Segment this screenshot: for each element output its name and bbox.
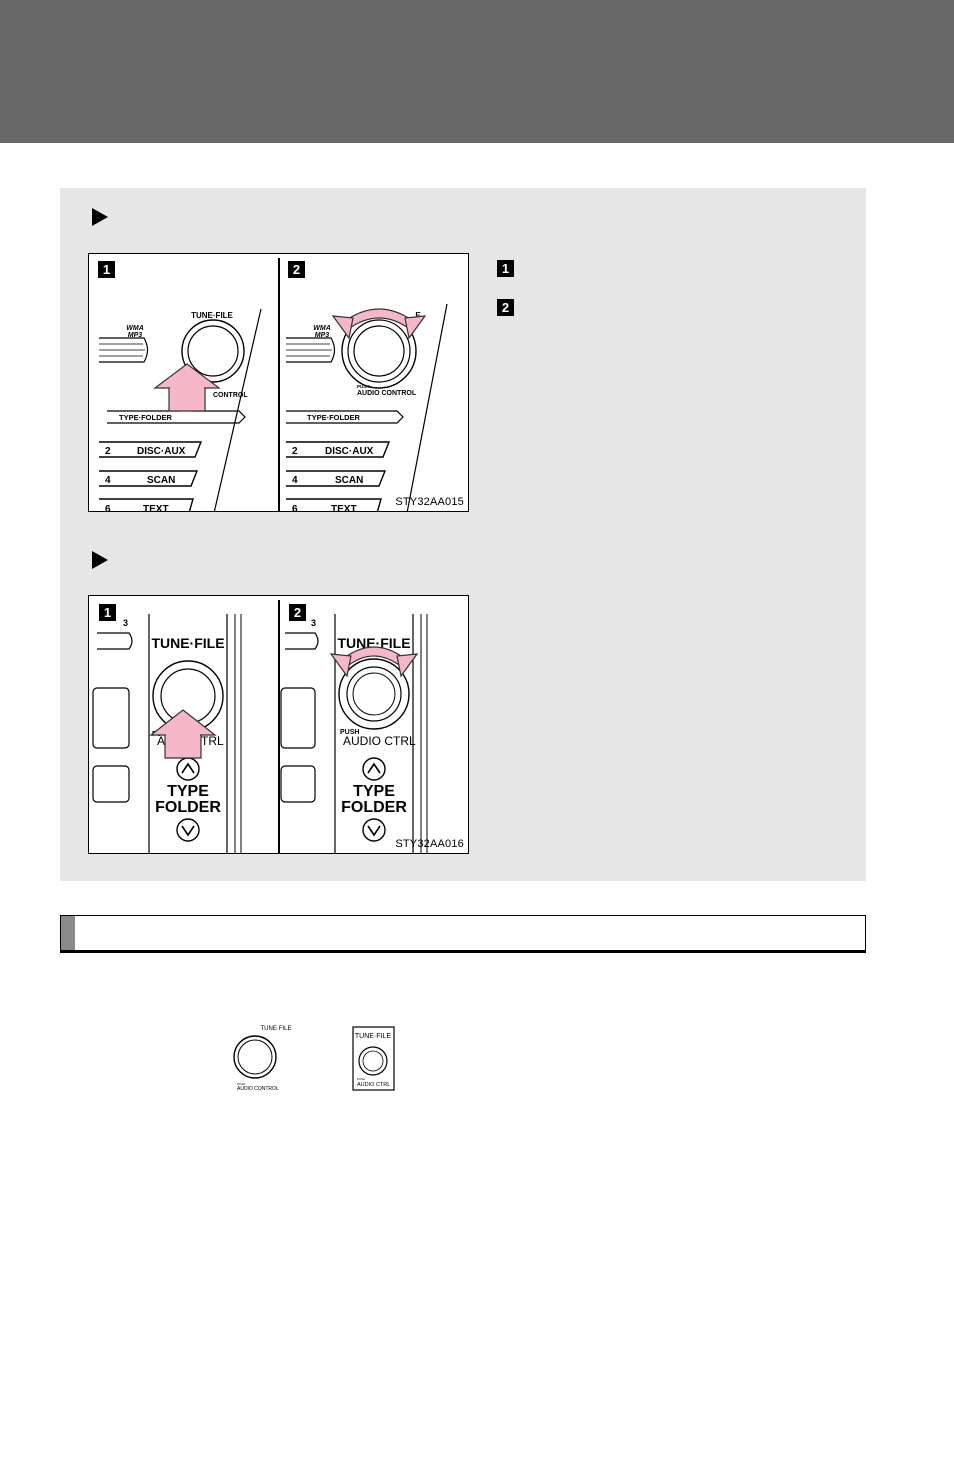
svg-text:PUSH: PUSH [357,1077,365,1081]
preset-button-text: 6 TEXT [99,498,194,512]
knob-label-audio-control: AUDIO CONTROL [357,390,417,397]
section-heading-tab [61,916,75,950]
svg-text:TEXT: TEXT [331,504,357,512]
media-label-wma: WMA [126,325,144,332]
svg-text:4: 4 [292,475,298,486]
knob-label-tune-file: TUNE·FILE [191,311,233,320]
folder-label-2: FOLDER [341,799,407,816]
svg-text:6: 6 [105,504,111,512]
push-arrow-icon [168,385,206,412]
folder-up-button-2 [362,757,386,781]
figure-audio-ctrl-knob: 1 2 3 TUNE·FILE PU AU TRL TYPE FOLDER 3 … [88,595,469,854]
knob-label-trl-partial: TRL [201,734,224,748]
type-label: TYPE [167,783,209,800]
svg-text:AUDIO CTRL: AUDIO CTRL [357,1082,390,1088]
page-header-bar [0,0,954,143]
svg-text:TUNE·FILE: TUNE·FILE [355,1033,392,1040]
knob-label-control-partial: CONTROL [213,392,248,399]
rotate-arrow-icon [331,308,427,340]
svg-text:2: 2 [105,446,111,457]
step-1-badge [98,261,115,278]
knob-label-tune-file-2: TUNE·FILE [337,635,410,651]
svg-text:2: 2 [292,446,298,457]
preset-button-scan: 4 SCAN [99,470,199,487]
type-label-2: TYPE [353,783,395,800]
knob-label-push: PUSH [340,729,359,736]
step-1-badge-number: 1 [104,605,111,620]
preset-button-disc-aux-2: 2 DISC·AUX [286,441,391,458]
folder-down-button [176,818,200,842]
preset-button-disc-aux: 2 DISC·AUX [99,441,203,458]
svg-text:PUSH: PUSH [237,1082,245,1086]
type-folder-label-2: TYPE·FOLDER [307,413,361,422]
side-char: 3 [123,618,128,628]
play-marker-icon [92,208,108,226]
preset-button-scan-2: 4 SCAN [286,470,387,487]
side-char-2: 3 [311,618,316,628]
figure-code: STY32AA016 [395,838,464,850]
disc-slot-2 [286,337,336,363]
svg-text:4: 4 [105,475,111,486]
bezel-edge-line [406,303,448,511]
svg-text:TEXT: TEXT [143,504,169,512]
push-arrow-icon [164,732,202,759]
step-2-badge [288,261,305,278]
figure-b-illustration: 1 2 3 TUNE·FILE PU AU TRL TYPE FOLDER 3 … [92,600,428,853]
type-folder-bar [107,410,246,424]
knob-label-push: PUSH [357,384,370,389]
type-folder-label: TYPE·FOLDER [119,413,173,422]
audio-ctrl-knob-icon: TUNE·FILE PUSH AUDIO CTRL [352,1026,396,1097]
section-heading [60,915,866,953]
svg-text:AUDIO CONTROL: AUDIO CONTROL [237,1086,279,1092]
step-1-badge-number: 1 [103,262,110,277]
svg-text:SCAN: SCAN [335,475,363,486]
figure-audio-control-knob: 1 2 TUNE·FILE WMA MP3 CONTROL TYPE·FOLDE… [88,253,469,512]
figure-code: STY32AA015 [395,496,464,508]
step-2-badge-number: 2 [293,262,300,277]
folder-down-button-2 [362,818,386,842]
knob-label-tune-file: TUNE·FILE [151,635,224,651]
svg-text:6: 6 [292,504,298,512]
svg-text:TUNE·FILE: TUNE·FILE [260,1026,291,1032]
play-marker-icon [92,551,108,569]
svg-text:SCAN: SCAN [147,475,175,486]
folder-label: FOLDER [155,799,221,816]
preset-button-text-2: 6 TEXT [286,498,382,512]
figure-a-illustration: 1 2 TUNE·FILE WMA MP3 CONTROL TYPE·FOLDE… [98,258,448,512]
audio-control-knob-icon: TUNE·FILE PUSH AUDIO CONTROL [228,1022,294,1099]
media-label-mp3-2: MP3 [315,332,330,339]
folder-up-button [176,757,200,781]
knob-label-audio-ctrl: AUDIO CTRL [343,734,416,748]
disc-slot [99,337,149,363]
media-label-mp3: MP3 [128,332,143,339]
rotate-arrow-icon [329,646,419,678]
legend-step-2-badge: 2 [497,299,514,316]
svg-text:DISC·AUX: DISC·AUX [325,446,374,457]
type-folder-bar-2 [286,410,404,424]
knob-label-tune-file-partial: E [415,311,421,320]
legend-step-1-badge: 1 [497,260,514,277]
step-2-badge [289,604,306,621]
svg-text:DISC·AUX: DISC·AUX [137,446,186,457]
media-label-wma-2: WMA [313,325,331,332]
step-1-badge [99,604,116,621]
step-2-badge-number: 2 [294,605,301,620]
